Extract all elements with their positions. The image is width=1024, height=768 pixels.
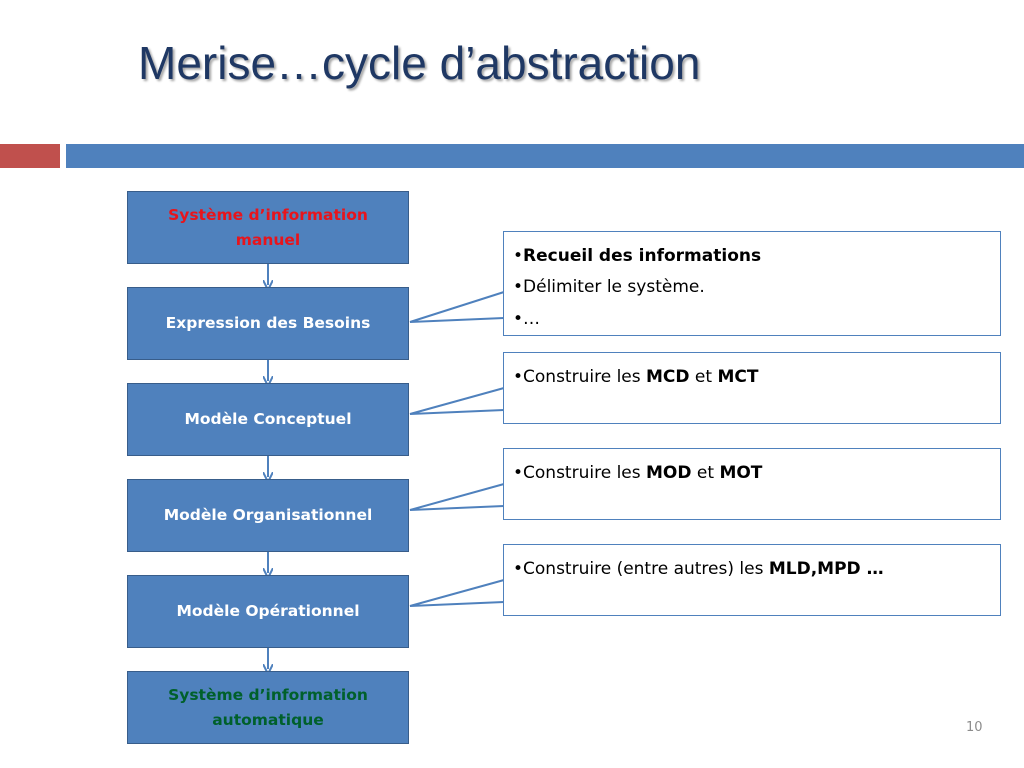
callout-line-besoins: [409, 291, 505, 323]
note-text: Délimiter le système.: [523, 277, 705, 298]
step-label: Modèle Organisationnel: [163, 506, 373, 525]
bullet-glyph: •: [513, 308, 524, 329]
note-text: et: [689, 367, 718, 387]
note-text: …: [523, 308, 541, 329]
note-text: Construire (entre autres) les: [523, 559, 769, 579]
note-bullet-line: •Construire les MCD et MCT: [513, 362, 988, 393]
step-label: Modèle Opérationnel: [176, 602, 360, 621]
header-accent-bar-blue: [66, 144, 1024, 168]
note-bullet-line: •…: [513, 304, 988, 335]
callout-line-organisationnel: [409, 483, 505, 511]
step-systeme-manuel: Système d’information manuel: [127, 191, 409, 264]
note-bullet-line: •Construire (entre autres) les MLD,MPD …: [513, 554, 988, 585]
note-bullet-line: •Construire les MOD et MOT: [513, 458, 988, 489]
note-text: et: [691, 463, 720, 483]
note-operationnel: •Construire (entre autres) les MLD,MPD …: [503, 544, 1001, 616]
callout-line-conceptuel: [409, 387, 505, 415]
bullet-glyph: •: [513, 367, 524, 387]
step-expression-besoins: Expression des Besoins: [127, 287, 409, 360]
bullet-glyph: •: [513, 246, 524, 266]
note-bold-text: MLD,MPD …: [768, 559, 884, 579]
step-label-line: Système d’information: [168, 686, 368, 705]
note-bullet-line: •Recueil des informations: [513, 241, 988, 272]
step-modele-operationnel: Modèle Opérationnel: [127, 575, 409, 648]
bullet-glyph: •: [513, 559, 524, 579]
note-bold-text: MOD: [646, 463, 692, 483]
note-bullet-line: •Délimiter le système.: [513, 272, 988, 303]
step-label-line: automatique: [212, 710, 324, 729]
step-label: Expression des Besoins: [165, 314, 371, 333]
bullet-glyph: •: [513, 277, 524, 298]
step-modele-conceptuel: Modèle Conceptuel: [127, 383, 409, 456]
note-bold-text: MCT: [717, 367, 759, 387]
step-label-line: Système d’information: [168, 206, 368, 225]
note-text: Construire les: [523, 463, 647, 483]
bullet-glyph: •: [513, 463, 524, 483]
step-modele-organisationnel: Modèle Organisationnel: [127, 479, 409, 552]
note-bold-text: MOT: [719, 463, 763, 483]
note-conceptuel: •Construire les MCD et MCT: [503, 352, 1001, 424]
callout-line-operationnel: [409, 579, 505, 607]
page-number: 10: [966, 720, 983, 735]
note-text: Construire les: [523, 367, 647, 387]
note-besoins: •Recueil des informations •Délimiter le …: [503, 231, 1001, 336]
header-accent-bar-red: [0, 144, 60, 168]
note-bold-text: Recueil des informations: [523, 246, 762, 266]
slide-title: Merise…cycle d’abstraction: [138, 37, 701, 89]
note-organisationnel: •Construire les MOD et MOT: [503, 448, 1001, 520]
note-bold-text: MCD: [646, 367, 690, 387]
step-label-line: manuel: [235, 230, 301, 249]
step-systeme-automatique: Système d’information automatique: [127, 671, 409, 744]
step-label: Modèle Conceptuel: [184, 410, 352, 429]
